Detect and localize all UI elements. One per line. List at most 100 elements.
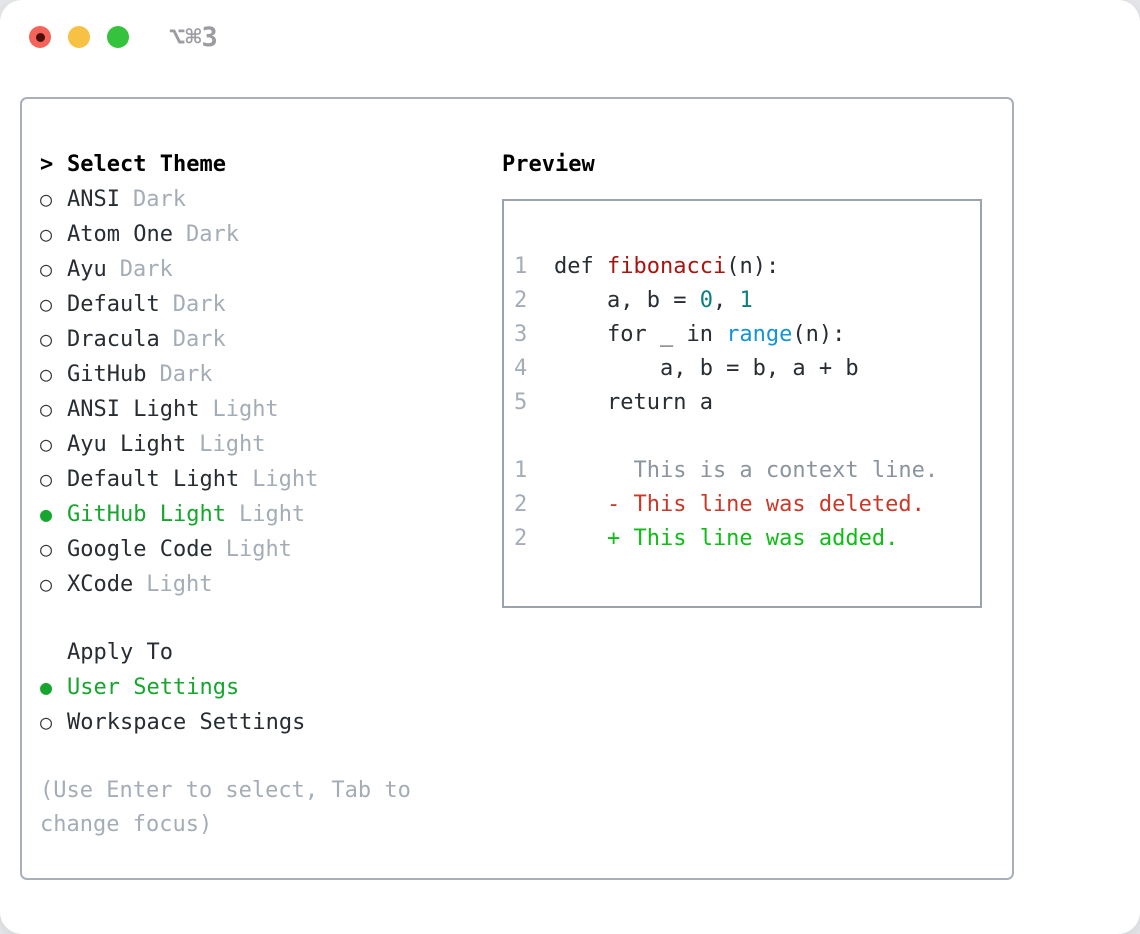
line-number: 2 bbox=[514, 526, 528, 551]
radio-unselected-icon: ○ bbox=[40, 397, 53, 421]
theme-name: Atom One bbox=[67, 222, 173, 247]
code-line: 5 return a bbox=[514, 386, 980, 420]
code-token-number: 1 bbox=[739, 288, 753, 313]
line-number: 4 bbox=[514, 356, 528, 381]
code-line: 3 for _ in range(n): bbox=[514, 318, 980, 352]
theme-variant-tag: Light bbox=[238, 502, 306, 527]
radio-unselected-icon: ○ bbox=[40, 537, 53, 561]
theme-name: Google Code bbox=[67, 537, 213, 562]
diff-text: - This line was deleted. bbox=[554, 492, 925, 517]
theme-variant-tag: Light bbox=[252, 467, 319, 492]
diff-preview: 1 This is a context line. 2 - This line w… bbox=[514, 454, 980, 556]
line-number: 5 bbox=[514, 390, 528, 415]
radio-unselected-icon: ○ bbox=[40, 327, 53, 351]
theme-name: GitHub bbox=[67, 362, 147, 387]
theme-option-google-code[interactable]: ○ Google Code Light bbox=[40, 532, 502, 567]
blank-line bbox=[40, 740, 502, 774]
theme-variant-tag: Dark bbox=[172, 327, 226, 352]
theme-name: Ayu Light bbox=[67, 432, 187, 457]
traffic-lights bbox=[29, 26, 129, 48]
code-token-plain: (n): bbox=[726, 254, 780, 279]
theme-variant-tag: Light bbox=[146, 572, 213, 597]
zoom-button[interactable] bbox=[107, 26, 129, 48]
radio-unselected-icon: ○ bbox=[40, 187, 53, 211]
code-token-plain: a, b = b, a + b bbox=[554, 356, 859, 381]
radio-unselected-icon: ○ bbox=[40, 292, 53, 316]
select-theme-header-label: Select Theme bbox=[67, 152, 226, 177]
theme-option-xcode[interactable]: ○ XCode Light bbox=[40, 567, 502, 602]
theme-variant-tag: Light bbox=[225, 537, 292, 562]
radio-unselected-icon: ○ bbox=[40, 257, 53, 281]
code-token-builtin: range bbox=[726, 322, 793, 347]
apply-to-option-user-settings[interactable]: ● User Settings bbox=[40, 670, 502, 705]
theme-option-atom-one[interactable]: ○ Atom One Dark bbox=[40, 217, 502, 252]
line-number: 3 bbox=[514, 322, 528, 347]
theme-name: ANSI Light bbox=[67, 397, 200, 422]
apply-to-list: ● User Settings ○Workspace Settings bbox=[40, 670, 502, 740]
radio-unselected-icon: ○ bbox=[40, 432, 53, 456]
radio-selected-icon: ● bbox=[40, 502, 53, 526]
line-number: 2 bbox=[514, 288, 528, 313]
theme-name: Default bbox=[67, 292, 160, 317]
diff-line-added: 2 + This line was added. bbox=[514, 522, 980, 556]
code-line: 2 a, b = 0, 1 bbox=[514, 284, 980, 318]
theme-option-default[interactable]: ○ Default Dark bbox=[40, 287, 502, 322]
code-token-plain: (n): bbox=[792, 322, 846, 347]
code-token-plain: return a bbox=[554, 390, 713, 415]
apply-to-label: User Settings bbox=[67, 675, 240, 700]
code-token-plain: a, b = bbox=[554, 288, 700, 313]
window-titlebar: ⌥⌘3 bbox=[0, 0, 1140, 97]
radio-unselected-icon: ○ bbox=[40, 710, 53, 734]
theme-variant-tag: Light bbox=[212, 397, 279, 422]
theme-option-dracula[interactable]: ○ Dracula Dark bbox=[40, 322, 502, 357]
keyboard-hint-line-2: change focus) bbox=[40, 812, 213, 837]
theme-name: Default Light bbox=[67, 467, 240, 492]
apply-to-option-workspace-settings[interactable]: ○Workspace Settings bbox=[40, 705, 502, 740]
theme-variant-tag: Dark bbox=[172, 292, 226, 317]
code-token-plain: for _ in bbox=[554, 322, 727, 347]
theme-name: Dracula bbox=[67, 327, 160, 352]
close-button[interactable] bbox=[29, 26, 51, 48]
blank-line bbox=[40, 602, 502, 636]
code-line: 4 a, b = b, a + b bbox=[514, 352, 980, 386]
preview-header: Preview bbox=[502, 152, 595, 177]
apply-to-header: Apply To bbox=[67, 636, 502, 670]
code-token-plain: , bbox=[712, 288, 740, 313]
select-theme-header: > Select Theme bbox=[40, 148, 502, 182]
keyboard-hint-line-1: (Use Enter to select, Tab to bbox=[40, 778, 411, 803]
diff-text: This is a context line. bbox=[554, 458, 939, 483]
theme-variant-tag: Dark bbox=[185, 222, 239, 247]
radio-unselected-icon: ○ bbox=[40, 572, 53, 596]
diff-line-context: 1 This is a context line. bbox=[514, 454, 980, 488]
code-line: 1 def fibonacci(n): bbox=[514, 250, 980, 284]
theme-option-ansi-light[interactable]: ○ ANSI Light Light bbox=[40, 392, 502, 427]
line-number: 2 bbox=[514, 492, 528, 517]
window-title: ⌥⌘3 bbox=[169, 22, 218, 53]
minimize-button[interactable] bbox=[68, 26, 90, 48]
apply-to-header-label: Apply To bbox=[67, 640, 173, 665]
line-number: 1 bbox=[514, 254, 528, 279]
radio-selected-icon: ● bbox=[40, 675, 53, 699]
code-token-function: fibonacci bbox=[606, 254, 727, 279]
close-button-dot-icon bbox=[35, 32, 45, 42]
code-token-plain: def bbox=[554, 254, 607, 279]
theme-name: XCode bbox=[67, 572, 134, 597]
radio-unselected-icon: ○ bbox=[40, 222, 53, 246]
cursor-prompt-icon: > bbox=[40, 152, 54, 177]
theme-variant-tag: Dark bbox=[132, 187, 186, 212]
code-token-number: 0 bbox=[699, 288, 713, 313]
blank-line bbox=[514, 420, 980, 454]
diff-text: + This line was added. bbox=[554, 526, 899, 551]
theme-name: Ayu bbox=[67, 257, 107, 282]
theme-variant-tag: Dark bbox=[159, 362, 213, 387]
